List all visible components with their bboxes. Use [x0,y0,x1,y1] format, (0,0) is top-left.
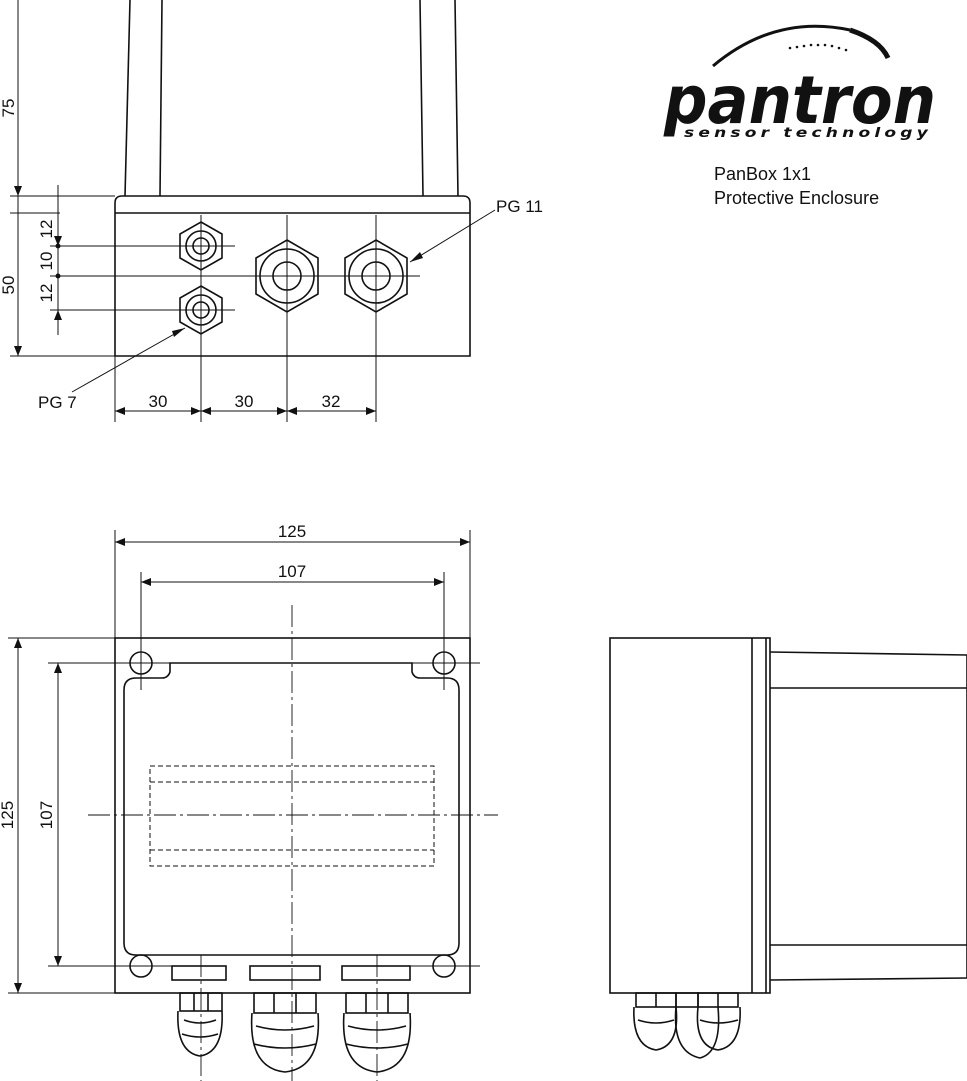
dim-offset-2: 30 [235,392,254,411]
top-view [114,0,471,357]
product-name: PanBox 1x1 [714,164,811,184]
dim-outer-height: 125 [0,801,17,829]
side-body [609,637,771,994]
gland-base-left [171,965,227,981]
gland-front-middle [250,992,320,1073]
dim-offset-1: 30 [149,392,168,411]
top-dimension-lines [10,0,496,422]
dim-gland-pitch-top: 12 [37,220,56,239]
dim-offset-3: 32 [322,392,341,411]
logo-swoosh-bold [849,27,891,60]
gland-base-right [341,965,411,981]
front-dimension-lines [8,530,480,994]
box-body [114,195,471,357]
dim-gland-pitch-bottom: 12 [37,284,56,303]
callout-pg-small: PG 7 [38,393,77,412]
hood-outline [124,0,459,197]
pantron-logo [712,24,891,68]
logo-swoosh [712,24,851,68]
centre-lines [88,605,498,1081]
gland-front-left [177,992,223,1057]
top-arrowheads [14,186,423,415]
side-view [609,637,967,1059]
logo-tagline: sensor technology [684,126,932,141]
logo-dots [788,43,848,52]
dim-gland-pitch-mid: 10 [37,252,56,271]
dim-inner-height: 107 [37,801,56,829]
front-inner-frame [123,662,460,956]
hidden-window [149,765,435,867]
callout-pg-large: PG 11 [496,197,543,216]
dim-outer-width: 125 [278,522,306,541]
side-hood [769,651,967,981]
product-description: Protective Enclosure [714,188,879,208]
dim-inner-width: 107 [278,562,306,581]
front-view [88,605,498,1081]
side-glands [633,992,741,1059]
gland-base-middle [249,965,321,981]
front-outer-frame [114,637,471,994]
dim-height-lower: 50 [0,276,18,295]
logo-brand: pantron [663,62,936,139]
dim-height-upper: 75 [0,99,18,118]
front-arrowheads [14,538,470,993]
